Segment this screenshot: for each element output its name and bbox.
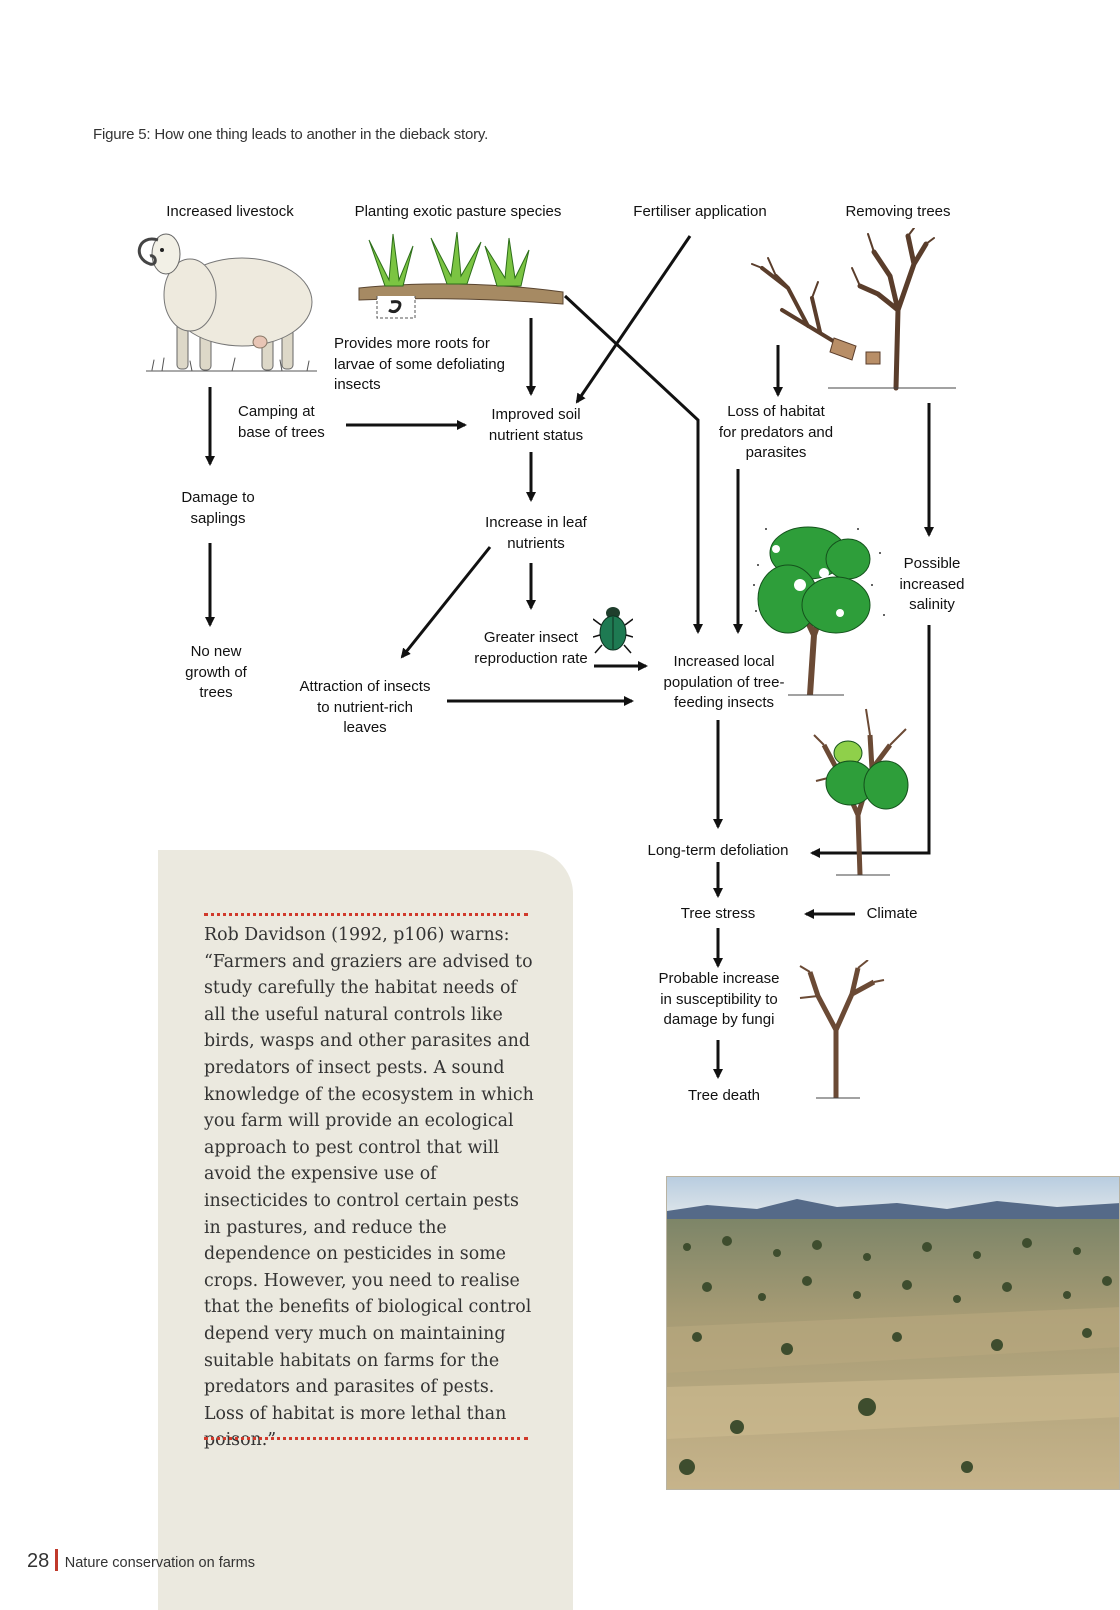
removed-trees-illustration — [751, 228, 956, 391]
arrow-planting-population — [563, 294, 703, 634]
node-climate: Climate — [866, 905, 918, 922]
node-greater-insect-reproduction: Greater insect reproduction rate — [474, 629, 588, 667]
node-tree-stress: Tree stress — [680, 905, 756, 922]
quote-text: Rob Davidson (1992, p106) warns: “Farmer… — [204, 925, 534, 1451]
node-increase-leaf-nutrients: Increase in leaf nutrients — [485, 514, 587, 552]
dead-tree-illustration — [799, 960, 885, 1099]
beetle-illustration — [593, 607, 633, 654]
footer-divider — [55, 1549, 58, 1571]
node-planting-exotic-pasture: Planting exotic pasture species — [354, 203, 562, 220]
arrow-leaf-attraction — [400, 546, 492, 659]
arrow-salinity-longterm — [810, 625, 931, 858]
sheep-illustration — [137, 233, 317, 372]
node-no-new-growth: No new growth of trees — [185, 643, 247, 701]
node-removing-trees: Removing trees — [845, 203, 951, 220]
publication-title: Nature conservation on farms — [64, 1555, 255, 1571]
node-increased-livestock: Increased livestock — [166, 203, 294, 220]
node-damage-to-saplings: Damage to saplings — [181, 489, 255, 527]
node-improved-soil: Improved soil nutrient status — [488, 406, 584, 444]
node-loss-of-habitat: Loss of habitat for predators and parasi… — [718, 403, 834, 461]
node-provides-more-roots: Provides more roots for larvae of some d… — [334, 335, 505, 393]
node-attraction-of-insects: Attraction of insects to nutrient-rich l… — [299, 678, 431, 736]
node-possible-salinity: Possible increased salinity — [899, 555, 965, 613]
pasture-grass-illustration — [358, 232, 564, 319]
node-fertiliser-application: Fertiliser application — [633, 203, 767, 220]
node-tree-death: Tree death — [688, 1087, 760, 1104]
node-camping-at-base: Camping at base of trees — [238, 403, 325, 441]
defoliated-tree-illustration — [813, 708, 909, 876]
node-long-term-defoliation: Long-term defoliation — [647, 842, 789, 859]
node-increased-local-population: Increased local population of tree- feed… — [663, 653, 785, 711]
quote-bottom-divider — [204, 1437, 528, 1440]
page-number: 28 — [27, 1550, 50, 1572]
figure-caption: Figure 5: How one thing leads to another… — [93, 126, 489, 143]
page-footer: 28 Nature conservation on farms — [27, 1549, 255, 1573]
quote-panel — [158, 850, 573, 1610]
arrow-fertiliser-soil — [575, 235, 692, 404]
node-probable-increase: Probable increase in susceptibility to d… — [658, 970, 780, 1028]
quote-top-divider — [204, 913, 528, 916]
leafy-tree-illustration — [753, 526, 885, 696]
landscape-photo — [666, 1176, 1120, 1490]
